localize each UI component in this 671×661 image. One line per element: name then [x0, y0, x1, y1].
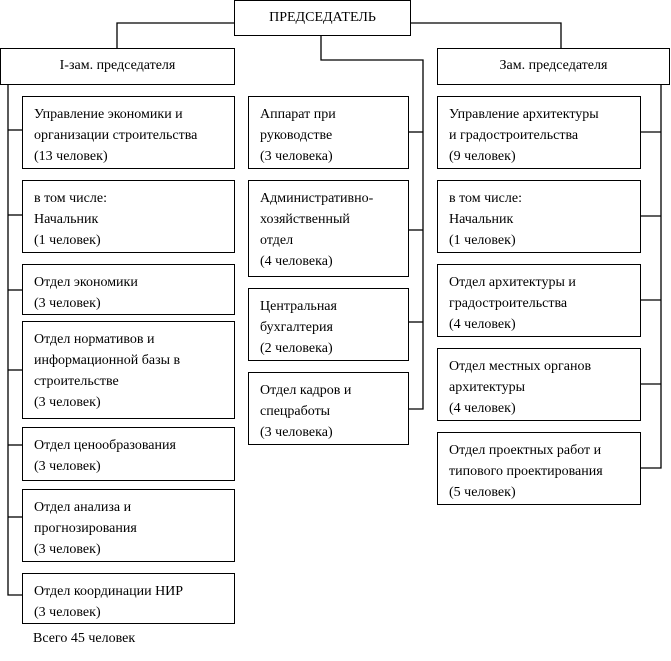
right-unit-box: Управление архитектуры и градостроительст… [437, 96, 641, 169]
unit-text-line: (3 человека) [260, 149, 333, 164]
unit-text-line: (3 человек) [34, 296, 101, 311]
middle-unit-box: Аппарат при руководстве (3 человека) [248, 96, 409, 169]
unit-text-line: Управление экономики и [34, 107, 183, 122]
left-unit-box: Отдел ценообразования (3 человек) [22, 427, 235, 481]
middle-unit-box: Отдел кадров и спецработы (3 человека) [248, 372, 409, 445]
unit-text-line: (9 человек) [449, 149, 516, 164]
unit-text-line: информационной базы в [34, 353, 181, 368]
unit-text-line: в том числе: [449, 191, 522, 206]
unit-text-line: Отдел экономики [34, 275, 138, 290]
unit-text-line: Начальник [449, 212, 514, 227]
unit-text-line: (2 человека) [260, 341, 333, 356]
left-unit-box: в том числе: Начальник (1 человек) [22, 180, 235, 253]
unit-text-line: (4 человек) [449, 401, 516, 416]
unit-text-line: Отдел архитектуры и [449, 275, 576, 290]
left-unit-box: Управление экономики и организации строит… [22, 96, 235, 169]
unit-text-line: спецработы [260, 404, 331, 419]
unit-text-line: типового проектирования [449, 464, 603, 479]
unit-text-line: (3 человек) [34, 542, 101, 557]
first-deputy-box: I-зам. председателя [0, 48, 235, 85]
unit-text-line: архитектуры [449, 380, 525, 395]
unit-text-line: Отдел ценообразования [34, 438, 176, 453]
unit-text-line: Административно- [260, 191, 374, 206]
unit-text-line: отдел [260, 233, 294, 248]
left-unit-box: Отдел экономики (3 человек) [22, 264, 235, 315]
unit-text-line: Отдел анализа и [34, 500, 132, 515]
middle-unit-box: Центральная бухгалтерия (2 человека) [248, 288, 409, 361]
unit-text-line: строительстве [34, 374, 119, 389]
unit-text-line: (3 человек) [34, 605, 101, 620]
unit-text-line: (4 человек) [449, 317, 516, 332]
unit-text-line: (4 человека) [260, 254, 333, 269]
unit-text-line: бухгалтерия [260, 320, 333, 335]
unit-text-line: и градостроительства [449, 128, 579, 143]
unit-text-line: Отдел нормативов и [34, 332, 155, 347]
unit-text-line: (3 человек) [34, 395, 101, 410]
chairman-box: ПРЕДСЕДАТЕЛЬ [234, 0, 411, 36]
unit-text-line: (1 человек) [34, 233, 101, 248]
unit-text-line: Управление архитектуры [449, 107, 599, 122]
unit-text-line: в том числе: [34, 191, 107, 206]
middle-unit-box: Административно-хозяйственный отдел (4 чел… [248, 180, 409, 277]
unit-text-line: организации строительства [34, 128, 198, 143]
deputy-box: Зам. председателя [437, 48, 670, 85]
right-unit-box: Отдел архитектуры и градостроительства (4 … [437, 264, 641, 337]
total-staff: Всего 45 человек [33, 631, 136, 646]
unit-text-line: руководстве [260, 128, 333, 143]
unit-text-line: градостроительства [449, 296, 568, 311]
unit-text-line: Центральная [260, 299, 337, 314]
unit-text-line: (3 человека) [260, 425, 333, 440]
unit-text-line: (5 человек) [449, 485, 516, 500]
unit-text-line: Аппарат при [260, 107, 336, 122]
right-unit-box: Отдел проектных работ и типового проектир… [437, 432, 641, 505]
unit-text-line: Отдел координации НИР [34, 584, 184, 599]
left-unit-box: Отдел нормативов и информационной базы в с… [22, 321, 235, 419]
left-unit-box: Отдел координации НИР (3 человек) [22, 573, 235, 624]
unit-text-line: (13 человек) [34, 149, 108, 164]
unit-text-line: Начальник [34, 212, 99, 227]
unit-text-line: Отдел кадров и [260, 383, 352, 398]
right-unit-box: Отдел местных органов архитектуры (4 челов… [437, 348, 641, 421]
unit-text-line: Отдел местных органов [449, 359, 592, 374]
unit-text-line: (1 человек) [449, 233, 516, 248]
unit-text-line: (3 человек) [34, 459, 101, 474]
right-unit-box: в том числе: Начальник (1 человек) [437, 180, 641, 253]
unit-text-line: хозяйственный [260, 212, 350, 227]
left-unit-box: Отдел анализа и прогнозирования (3 человек… [22, 489, 235, 562]
unit-text-line: Отдел проектных работ и [449, 443, 602, 458]
unit-text-line: прогнозирования [34, 521, 137, 536]
